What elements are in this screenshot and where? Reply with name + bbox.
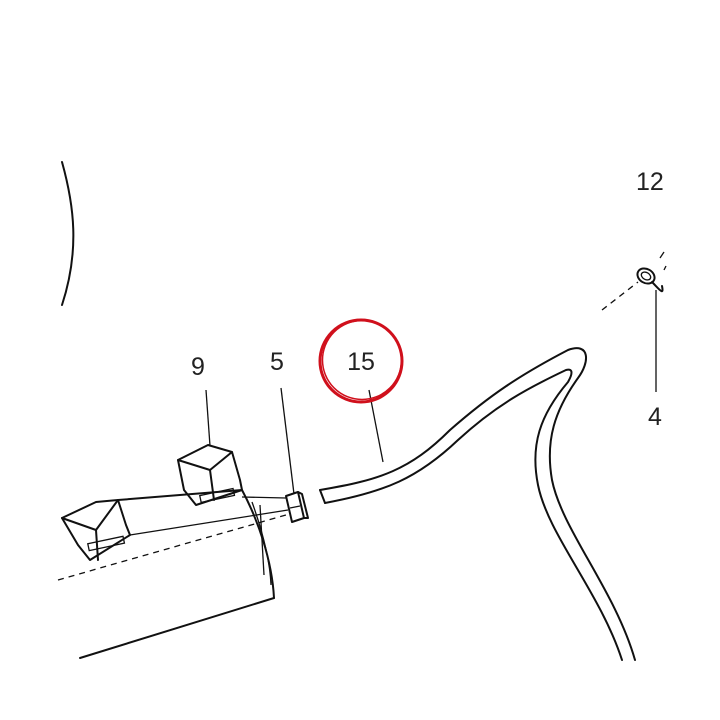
callout-label-9: 9 [191,353,205,381]
ring-dashed-line [601,281,639,311]
leader-line-9 [205,389,211,447]
small-clip-part-5 [285,491,309,523]
callout-label-12: 12 [636,168,664,196]
callout-label-15: 15 [347,348,375,376]
clip-lower-left [61,499,131,561]
assembly-line-clip-2 [241,496,287,499]
clip-part-9 [177,444,243,506]
main-body-part [79,489,275,659]
ring-fitting-part [636,251,667,293]
assembly-axis-line [57,514,287,581]
assembly-line-clip [129,509,289,536]
callout-label-5: 5 [270,348,284,376]
hose-part-15 [319,347,636,661]
callout-label-4: 4 [648,403,662,431]
housing-edge-curve [61,161,75,306]
leader-line-5 [280,387,295,495]
highlight-circle [318,318,404,404]
